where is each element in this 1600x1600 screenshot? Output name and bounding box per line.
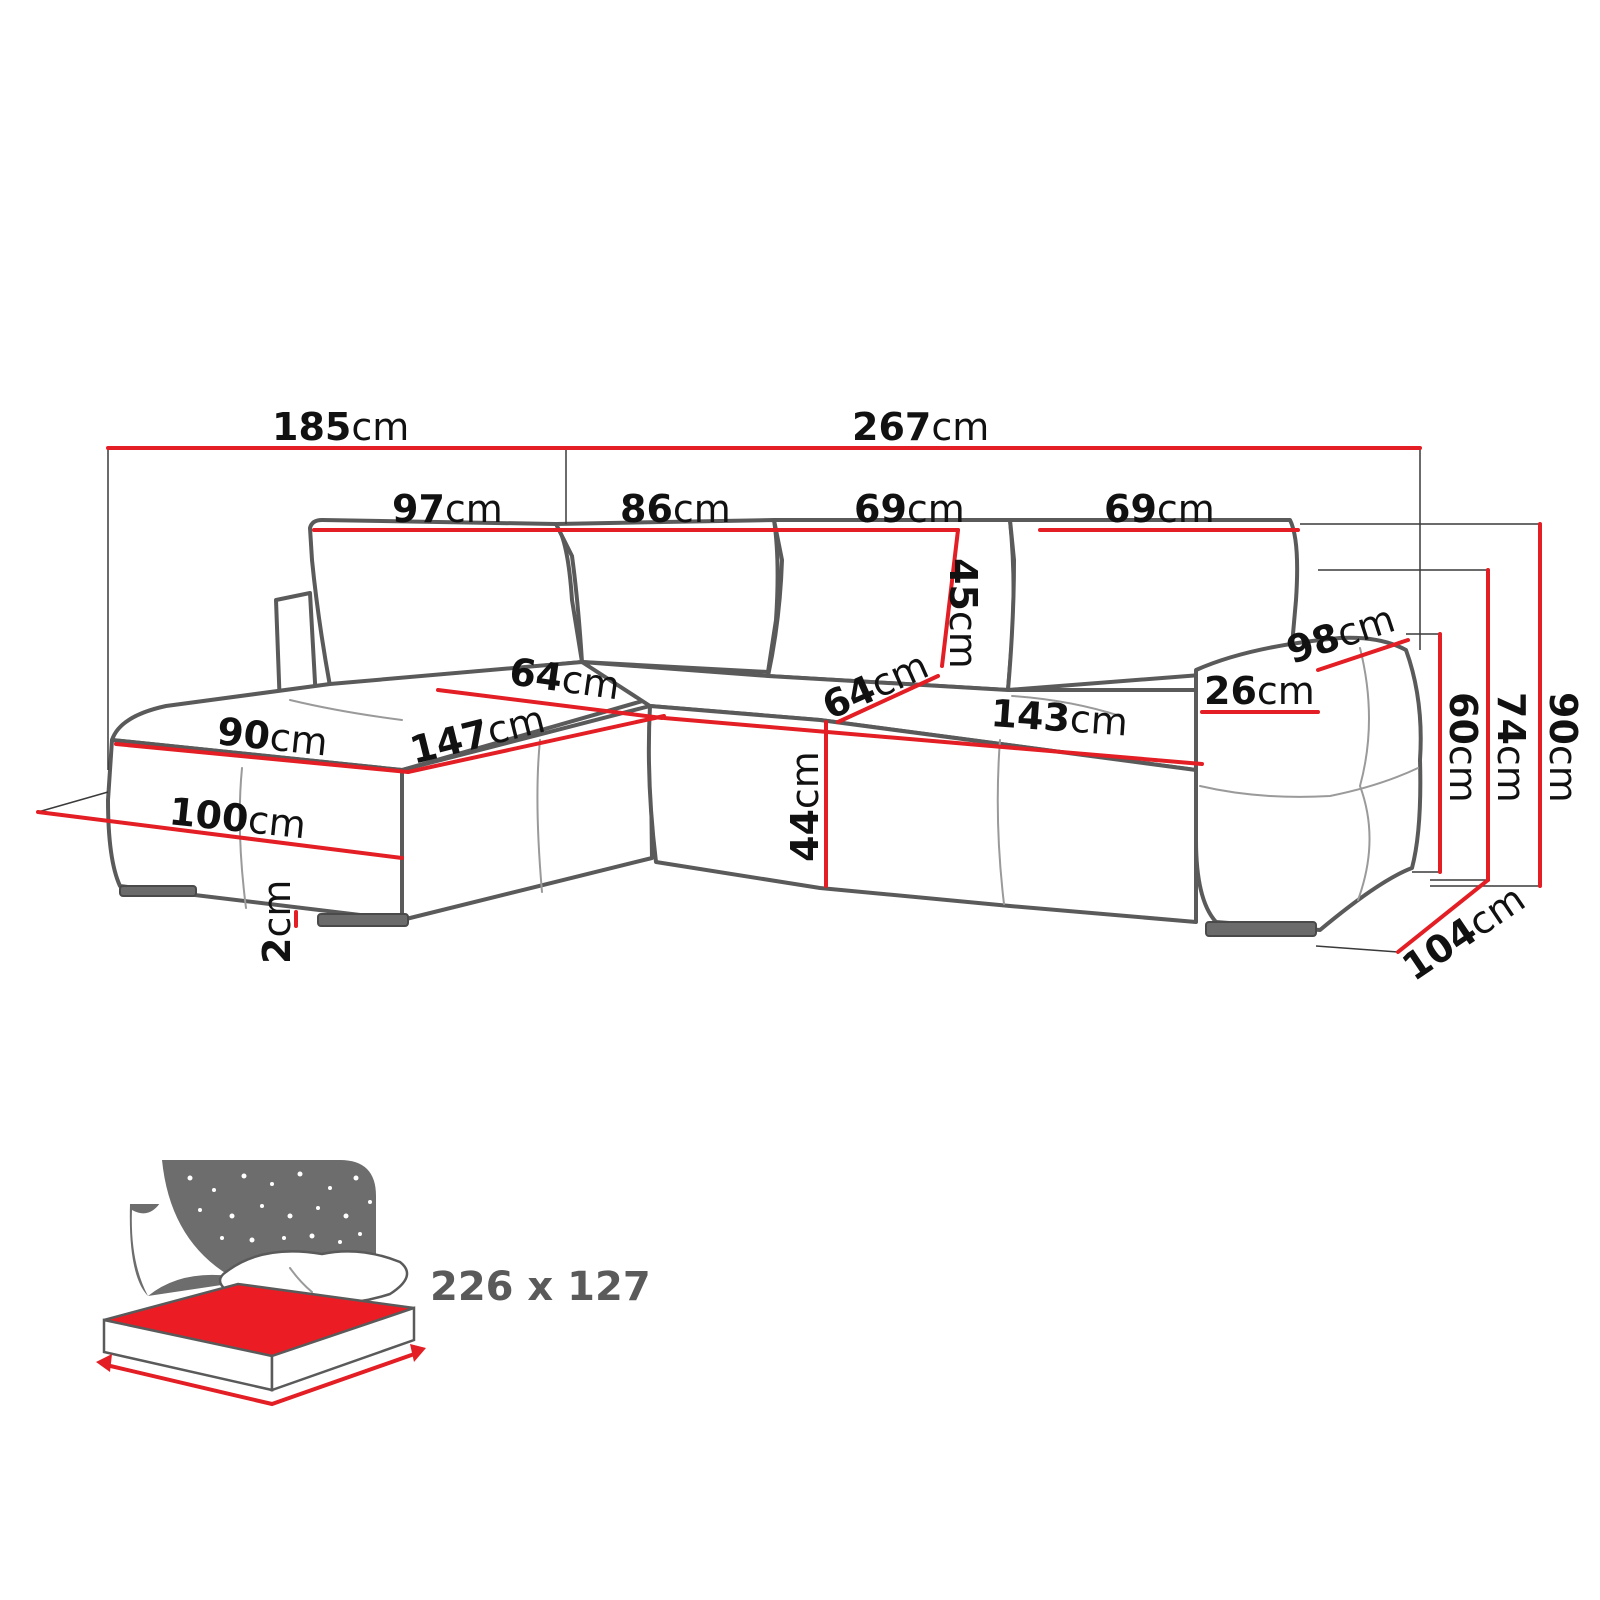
label-back-height: 74cm: [1489, 692, 1533, 803]
label-backrest-h: 45cm: [941, 558, 985, 669]
extension-lines: [37, 448, 1540, 953]
label-arm-height: 60cm: [1441, 692, 1485, 803]
main-seat-front: [646, 704, 1198, 924]
label-back-86: 86cm: [620, 487, 731, 531]
backrest-cushion-2: [554, 518, 780, 674]
bed-size-label: 226 x 127: [430, 1264, 651, 1310]
label-armrest-width: 26cm: [1204, 669, 1315, 713]
bed-function-icon: [96, 1160, 426, 1407]
dim-line-chaise-seat: [406, 714, 666, 774]
dim-line-seat-depth-mid: [836, 674, 940, 724]
dim-line-total-depth: [1396, 878, 1490, 954]
dim-line-armrest-length: [1316, 638, 1410, 672]
label-back-97: 97cm: [392, 487, 503, 531]
label-total-depth: 104cm: [1394, 876, 1532, 989]
chaise-seam-2: [536, 739, 543, 893]
label-seat-height: 44cm: [783, 751, 827, 862]
backrest-cushion-1: [308, 518, 584, 688]
label-total-height: 90cm: [1541, 692, 1585, 803]
label-back-69b: 69cm: [1104, 487, 1215, 531]
bed-length-arrow-icon: [101, 1350, 421, 1407]
label-chaise-length: 100cm: [167, 789, 308, 847]
leg-2: [317, 913, 409, 927]
stars-icon: [144, 1171, 372, 1268]
label-total-right: 267cm: [852, 405, 989, 449]
armrest-seam-2: [1357, 647, 1371, 901]
label-seat-length: 143cm: [989, 691, 1129, 744]
sofa-drawing: [106, 518, 1423, 937]
dim-line-chaise-length: [36, 810, 404, 860]
seat-seam-1: [996, 739, 1005, 905]
dim-line-seat-length: [662, 716, 1204, 766]
dim-line-seat-depth-corner: [436, 688, 664, 720]
bed-arrow-head-right-icon: [410, 1344, 426, 1362]
seat-top-seam-1: [289, 699, 403, 721]
dim-line-backrest-h: [940, 528, 960, 668]
label-leg-height: 2cm: [255, 880, 299, 964]
bed-right-side: [270, 1306, 416, 1392]
seat-top-seam-2: [1011, 695, 1121, 717]
dimension-lines: [36, 446, 1542, 954]
label-back-69a: 69cm: [854, 487, 965, 531]
chaise-front: [106, 738, 404, 922]
armrest-seam-1: [1199, 767, 1419, 798]
leg-1: [119, 885, 197, 897]
label-seat-depth-corner: 64cm: [507, 649, 623, 708]
label-total-left: 185cm: [272, 405, 409, 449]
bed-arrow-head-left-icon: [96, 1354, 112, 1372]
label-chaise-width: 90cm: [215, 709, 330, 764]
chaise-seam-1: [238, 767, 247, 909]
leg-3: [1205, 921, 1317, 937]
moon-icon: [131, 1160, 230, 1296]
dim-line-chaise-width: [114, 742, 410, 774]
